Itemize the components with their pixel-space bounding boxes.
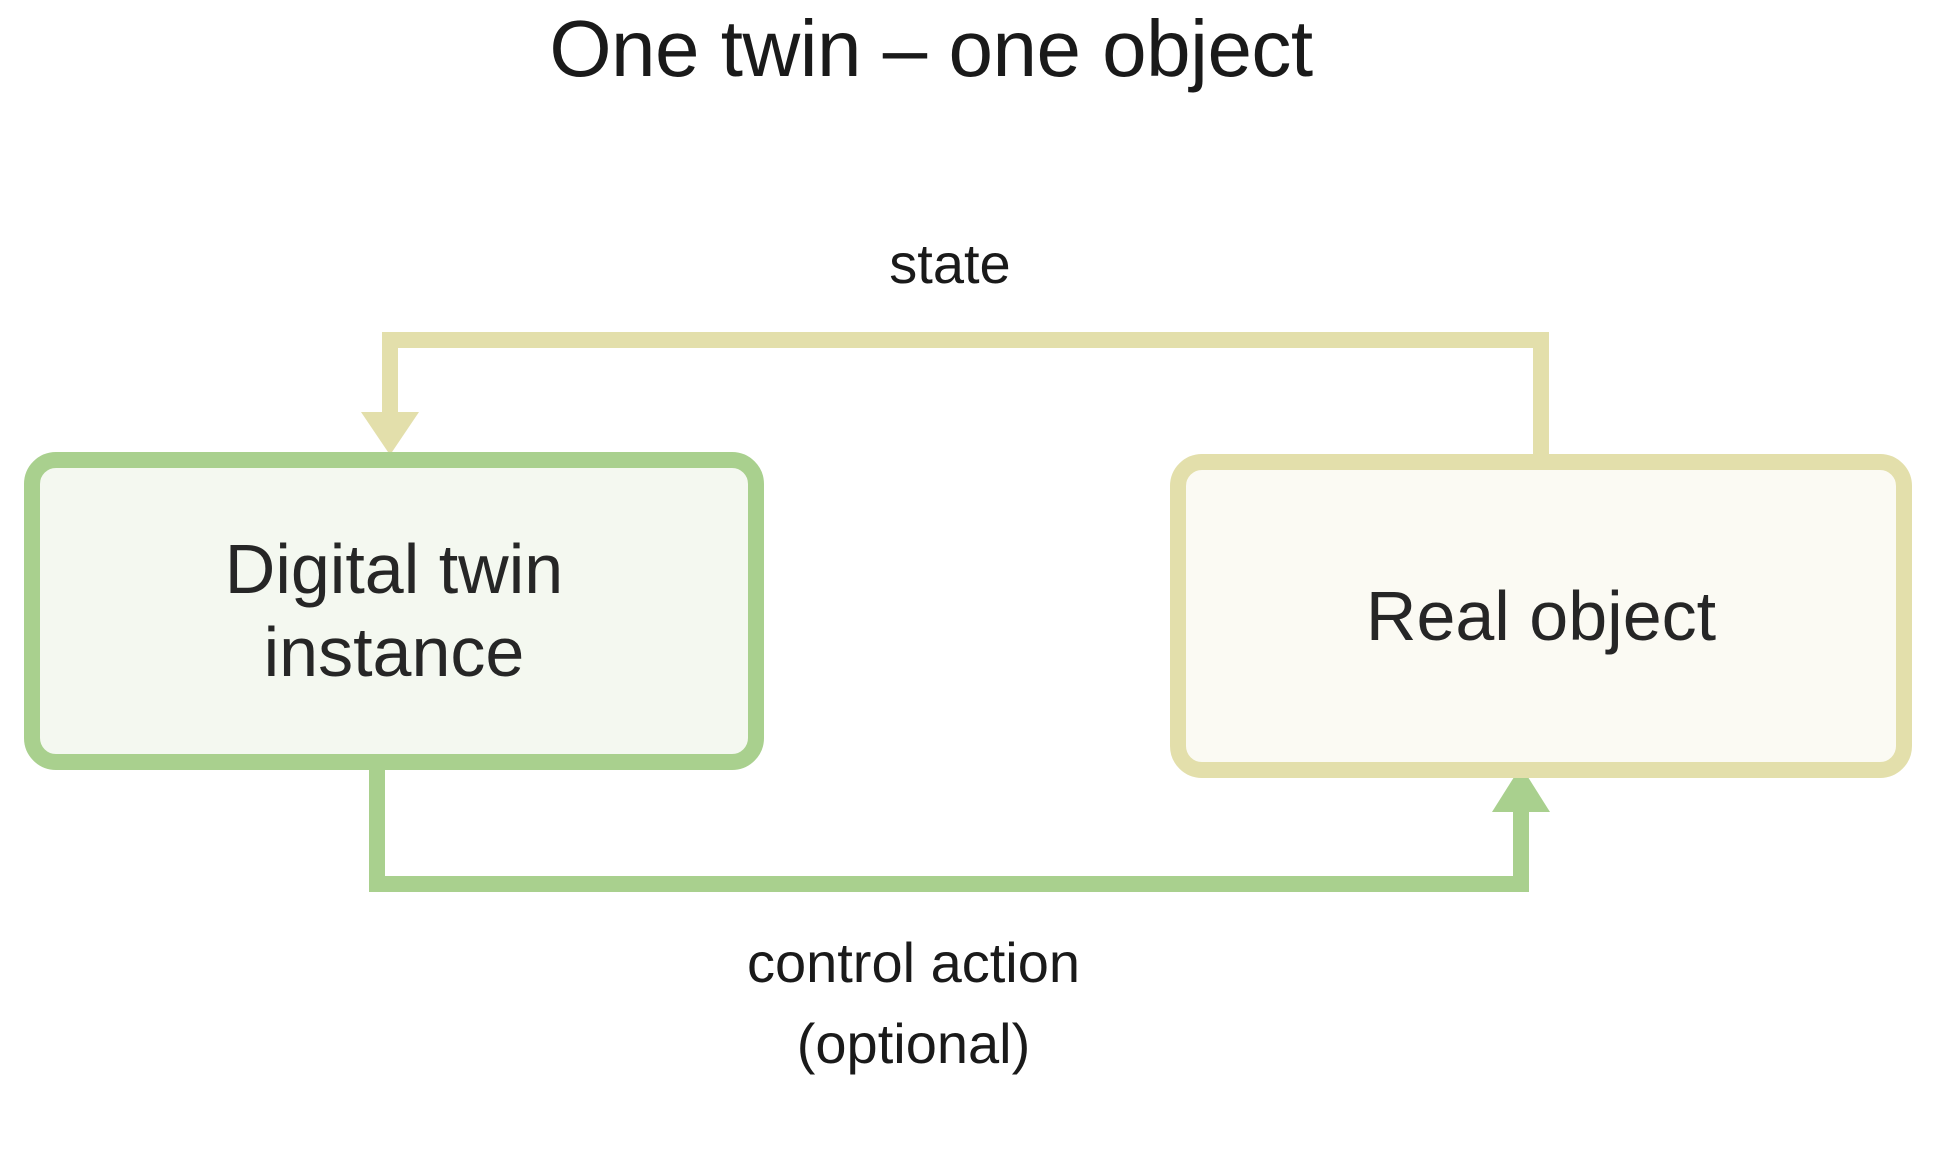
state-edge-label: state bbox=[889, 232, 1011, 295]
node-real-object-label: Real object bbox=[1365, 576, 1717, 655]
page-title: One twin – one object bbox=[549, 4, 1313, 93]
control-action-edge-label-optional: (optional) bbox=[796, 1012, 1031, 1075]
node-real-object[interactable]: Real object bbox=[1170, 454, 1912, 778]
control-action-arrow bbox=[369, 766, 1550, 892]
state-arrow bbox=[361, 332, 1549, 456]
control-action-edge-label: control action bbox=[746, 931, 1081, 994]
node-digital-twin-instance-label: Digital twin instance bbox=[224, 530, 564, 691]
node-digital-twin-instance[interactable]: Digital twin instance bbox=[24, 452, 764, 770]
